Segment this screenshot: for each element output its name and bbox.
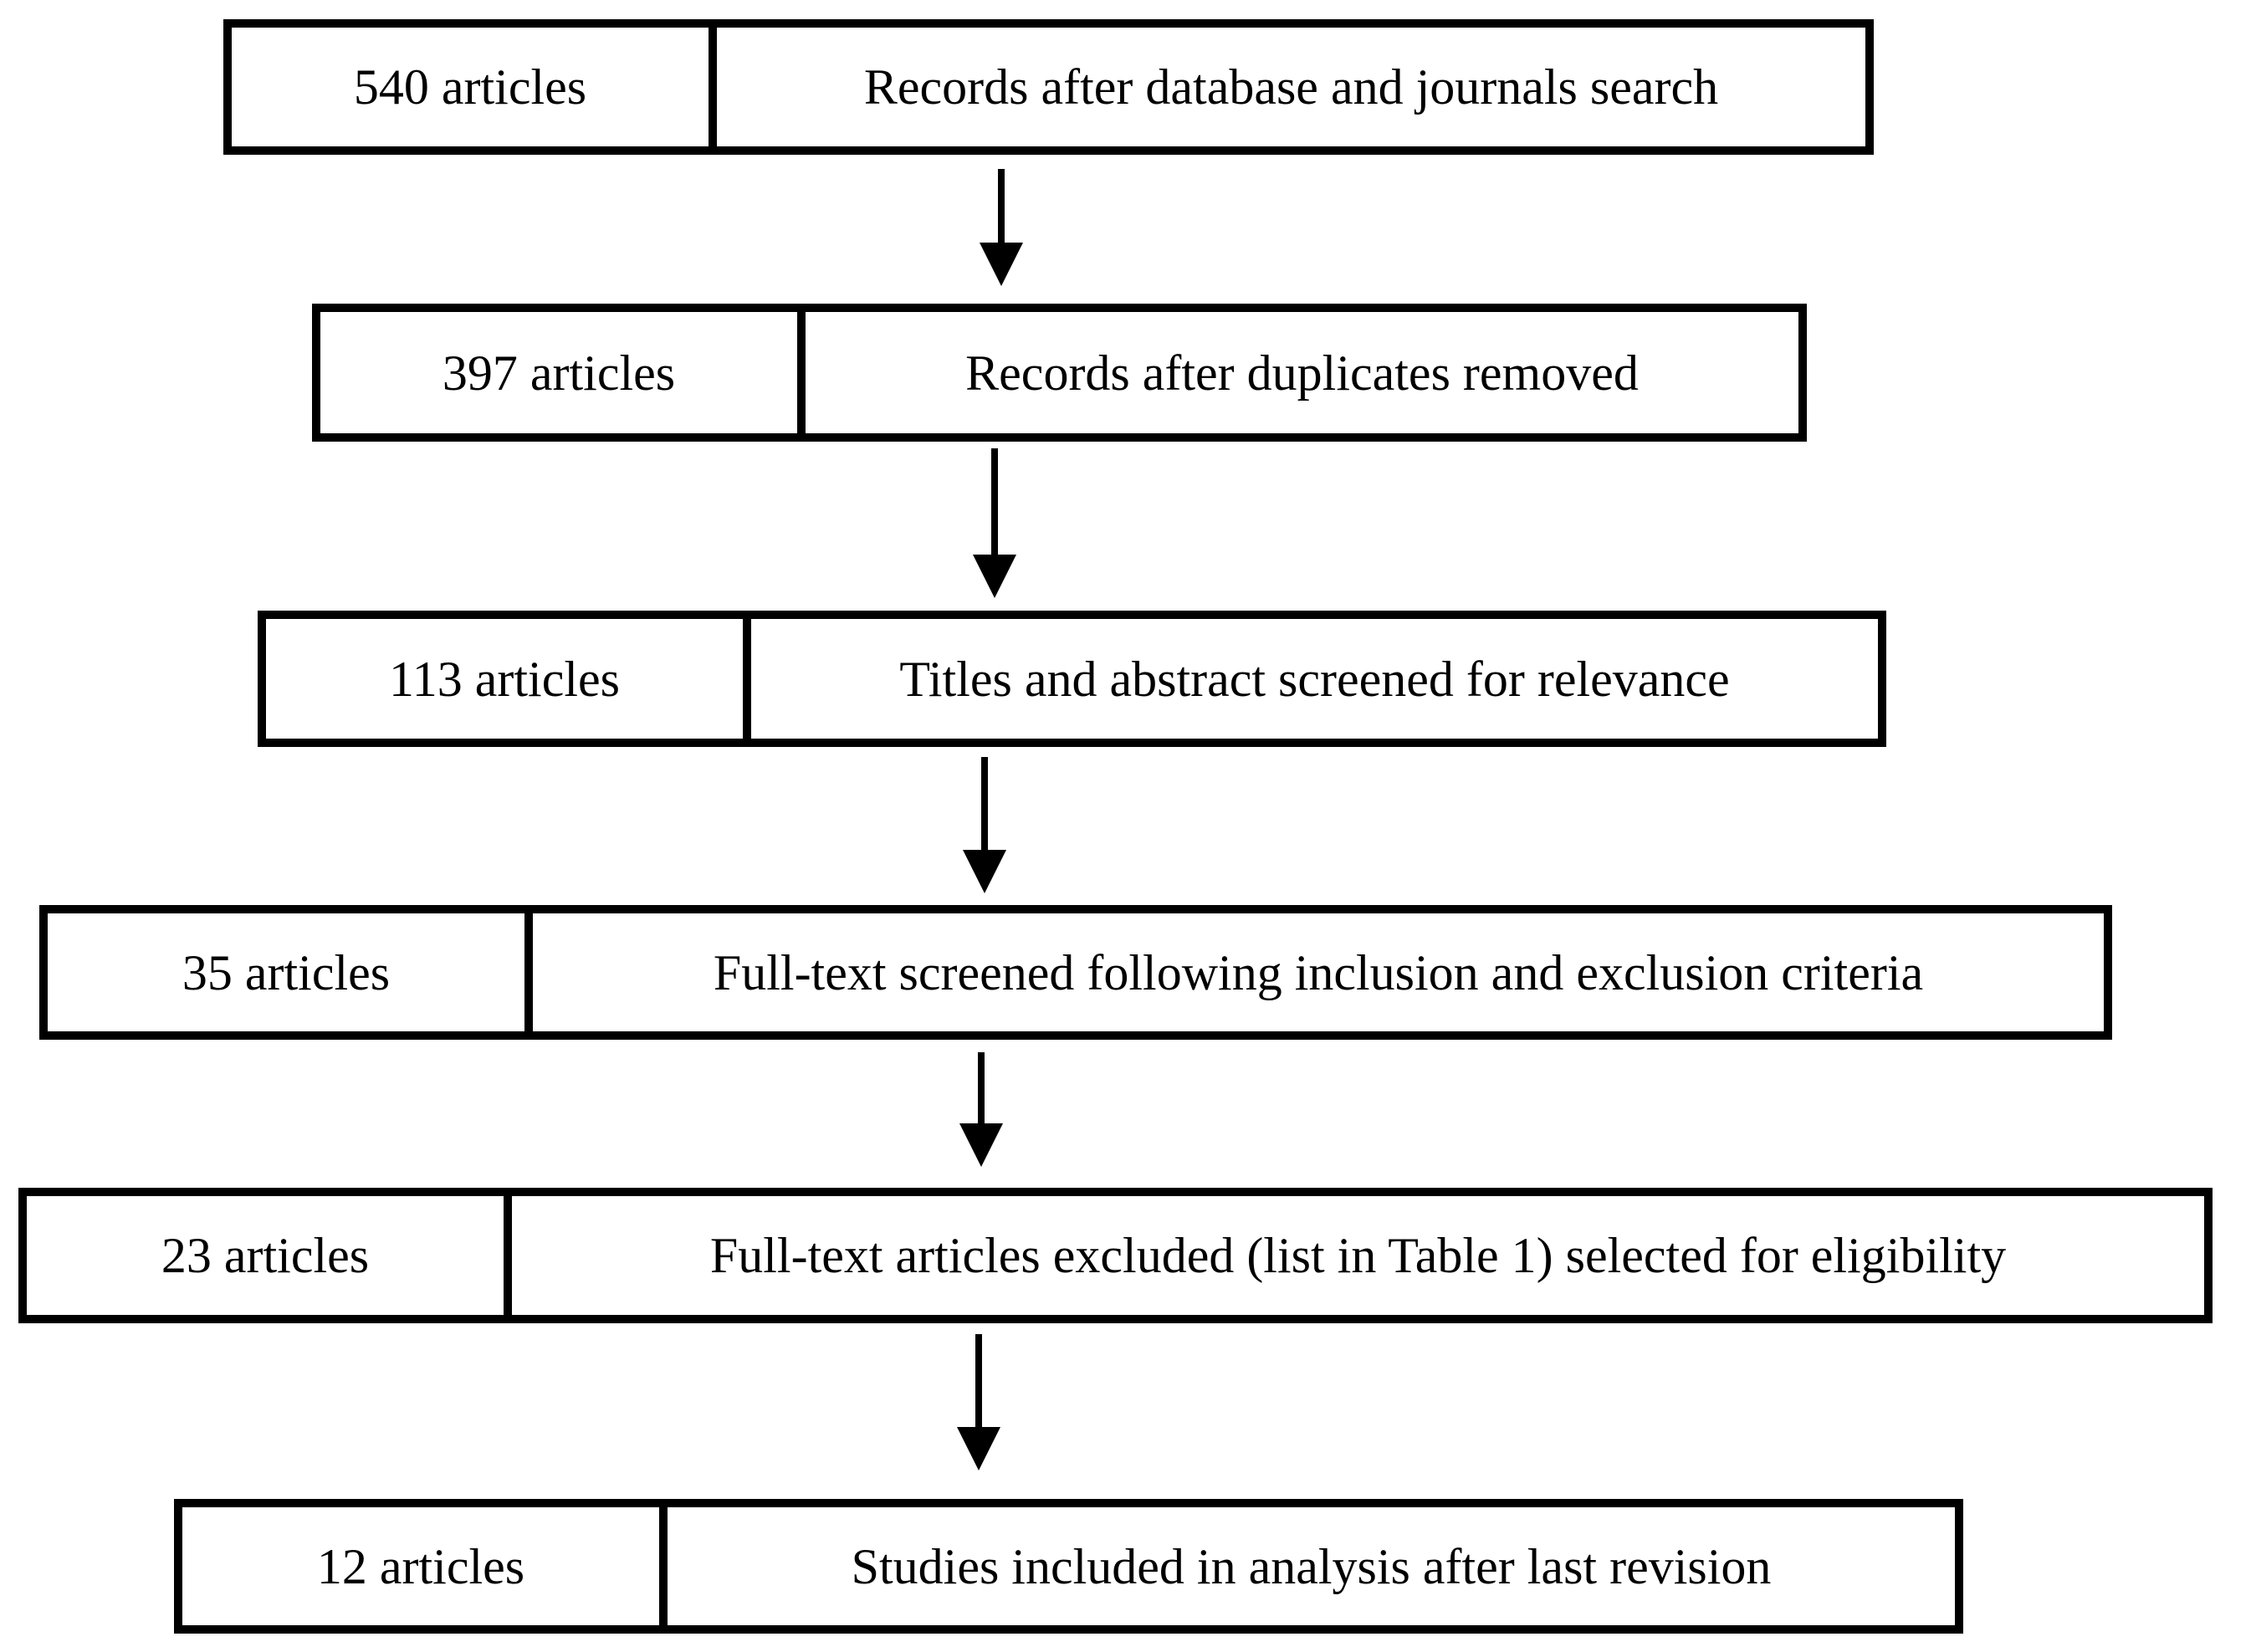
flow-box-duplicates-removed: 397 articles Records after duplicates re… bbox=[312, 304, 1807, 442]
arrow-shaft bbox=[981, 757, 988, 850]
arrow-head bbox=[959, 1123, 1003, 1167]
arrow-shaft bbox=[978, 1052, 985, 1123]
arrow-head bbox=[963, 850, 1006, 893]
down-arrow-icon bbox=[957, 1334, 1000, 1470]
stage-label: Records after database and journals sear… bbox=[863, 59, 1719, 115]
article-count: 23 articles bbox=[27, 1196, 512, 1315]
stage-label: Studies included in analysis after last … bbox=[851, 1538, 1772, 1594]
flow-box-titles-abstract-screened: 113 articles Titles and abstract screene… bbox=[258, 611, 1886, 747]
arrow-shaft bbox=[991, 448, 998, 555]
flow-box-records-search: 540 articles Records after database and … bbox=[223, 19, 1874, 155]
stage-label: Full-text screened following inclusion a… bbox=[713, 944, 1924, 1000]
down-arrow-icon bbox=[980, 169, 1023, 286]
flow-box-fulltext-screened: 35 articles Full-text screened following… bbox=[39, 905, 2112, 1040]
stage-label: Full-text articles excluded (list in Tab… bbox=[709, 1228, 2007, 1283]
article-count: 113 articles bbox=[266, 619, 751, 739]
stage-label: Records after duplicates removed bbox=[965, 345, 1639, 401]
flow-box-fulltext-excluded: 23 articles Full-text articles excluded … bbox=[18, 1188, 2213, 1323]
article-count: 35 articles bbox=[48, 913, 533, 1031]
arrow-head bbox=[980, 243, 1023, 286]
arrow-head bbox=[973, 555, 1016, 598]
article-count: 397 articles bbox=[320, 312, 806, 433]
arrow-head bbox=[957, 1427, 1000, 1470]
article-count: 540 articles bbox=[232, 28, 717, 146]
stage-label: Titles and abstract screened for relevan… bbox=[899, 651, 1730, 707]
article-count: 12 articles bbox=[182, 1507, 668, 1625]
down-arrow-icon bbox=[963, 757, 1006, 893]
down-arrow-icon bbox=[973, 448, 1016, 598]
arrow-shaft bbox=[998, 169, 1005, 243]
flow-box-studies-included: 12 articles Studies included in analysis… bbox=[174, 1499, 1963, 1634]
down-arrow-icon bbox=[959, 1052, 1003, 1167]
arrow-shaft bbox=[975, 1334, 982, 1427]
